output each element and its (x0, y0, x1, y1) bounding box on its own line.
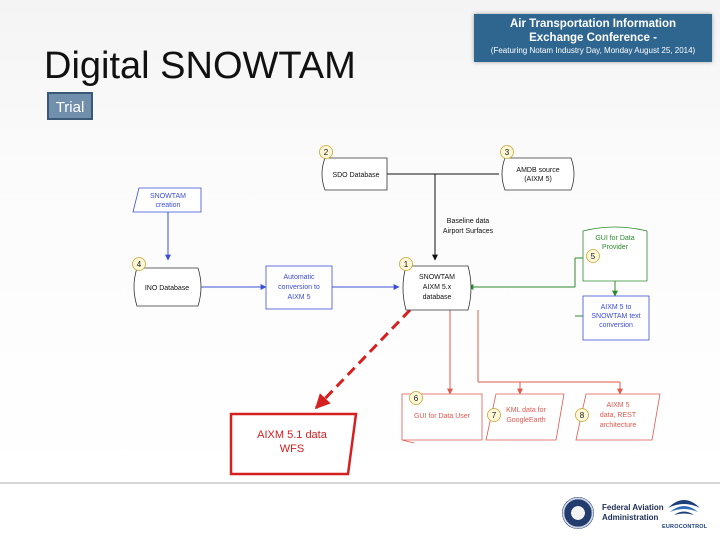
ino-database-label: INO Database (145, 285, 189, 292)
amdb-source-label-1: AMDB source (516, 167, 559, 174)
amdb-source-label-2: (AIXM 5) (524, 176, 552, 183)
badge-4: 4 (132, 257, 146, 271)
badge-7: 7 (487, 408, 501, 422)
automatic-conversion-label-3: AIXM 5 (288, 294, 311, 301)
slide-title: Digital SNOWTAM (44, 45, 356, 87)
kml-data-label-2: GoogleEarth (506, 417, 545, 424)
gui-data-provider-label-1: GUI for Data (595, 235, 634, 242)
wfs-data-label-1: AIXM 5.1 data (257, 429, 328, 441)
banner-line-1: Air Transportation Information (509, 18, 677, 30)
automatic-conversion-label-2: conversion to (278, 284, 320, 291)
snowtam-creation-label-1: SNOWTAM (150, 193, 186, 200)
svg-text:7: 7 (492, 411, 497, 420)
svg-text:1: 1 (404, 260, 409, 269)
snowtam-text-conversion-label-3: conversion (599, 322, 633, 329)
snowtam-creation-box (132, 187, 202, 213)
badge-8: 8 (575, 408, 589, 422)
connector-core-to-kml (477, 310, 523, 395)
wfs-data-box (229, 412, 358, 476)
eurocontrol-text: EUROCONTROL (662, 524, 708, 530)
rest-architecture-box (575, 393, 661, 441)
automatic-conversion-label-1: Automatic (283, 274, 315, 281)
rest-architecture-label-2: data, REST (600, 412, 637, 419)
wfs-data-label-2: WFS (280, 443, 304, 455)
sdo-database-box (321, 157, 388, 191)
automatic-conversion-box (265, 265, 333, 310)
rest-architecture-label-1: AIXM 5 (607, 402, 630, 409)
ino-database-box (133, 267, 202, 307)
gui-data-provider-box (582, 226, 648, 282)
connector-sdo-to-core (387, 173, 438, 261)
eurocontrol-logo (668, 500, 700, 515)
baseline-label-1: Baseline data (447, 218, 490, 225)
svg-text:6: 6 (414, 394, 419, 403)
svg-text:4: 4 (137, 260, 142, 269)
badge-1: 1 (399, 257, 413, 271)
gui-data-provider-label-2: Provider (602, 244, 629, 251)
faa-text-line-2: Administration (602, 513, 659, 522)
baseline-label-2: Airport Surfaces (443, 228, 494, 235)
svg-text:5: 5 (591, 252, 596, 261)
rest-architecture-label-3: architecture (600, 422, 637, 429)
faa-logo-text: Federal Aviation Administration (602, 503, 664, 523)
snowtam-text-conversion-label-2: SNOWTAM text (591, 313, 640, 320)
snowtam-text-conversion-box (582, 295, 650, 341)
faa-seal-logo (562, 497, 594, 529)
snowtam-architecture-diagram: SDO Database AMDB source (AIXM 5) SNOWTA… (132, 145, 661, 476)
snowtam-core-database-box (402, 265, 472, 311)
amdb-source-box (501, 157, 575, 191)
svg-text:3: 3 (505, 148, 510, 157)
badge-6: 6 (409, 391, 423, 405)
trial-badge: Trial (47, 92, 93, 120)
snowtam-core-label-3: database (423, 294, 452, 301)
snowtam-creation-label-2: creation (156, 202, 181, 209)
snowtam-core-label-2: AIXM 5.x (423, 284, 452, 291)
conference-banner: Air Transportation Information Exchange … (474, 14, 712, 62)
kml-data-label-1: KML data for (506, 407, 546, 414)
badge-2: 2 (319, 145, 333, 159)
connector-provider-to-core (467, 257, 583, 290)
snowtam-core-label-1: SNOWTAM (419, 274, 455, 281)
connector-core-to-wfs (314, 308, 412, 410)
kml-data-box (485, 393, 565, 441)
faa-text-line-1: Federal Aviation (602, 503, 664, 512)
connector-core-to-rest (520, 381, 623, 395)
badge-5: 5 (586, 249, 600, 263)
gui-data-user-label: GUI for Data User (414, 413, 471, 420)
snowtam-text-conversion-label-1: AIXM 5 to (601, 304, 632, 311)
svg-text:8: 8 (580, 411, 585, 420)
svg-text:2: 2 (324, 148, 329, 157)
banner-line-3: (Featuring Notam Industry Day, Monday Au… (490, 46, 696, 55)
gui-data-user-box (401, 393, 483, 444)
footer-bar (0, 482, 720, 542)
badge-3: 3 (500, 145, 514, 159)
sdo-database-label: SDO Database (332, 172, 379, 179)
banner-line-2: Exchange Conference - (529, 32, 657, 44)
